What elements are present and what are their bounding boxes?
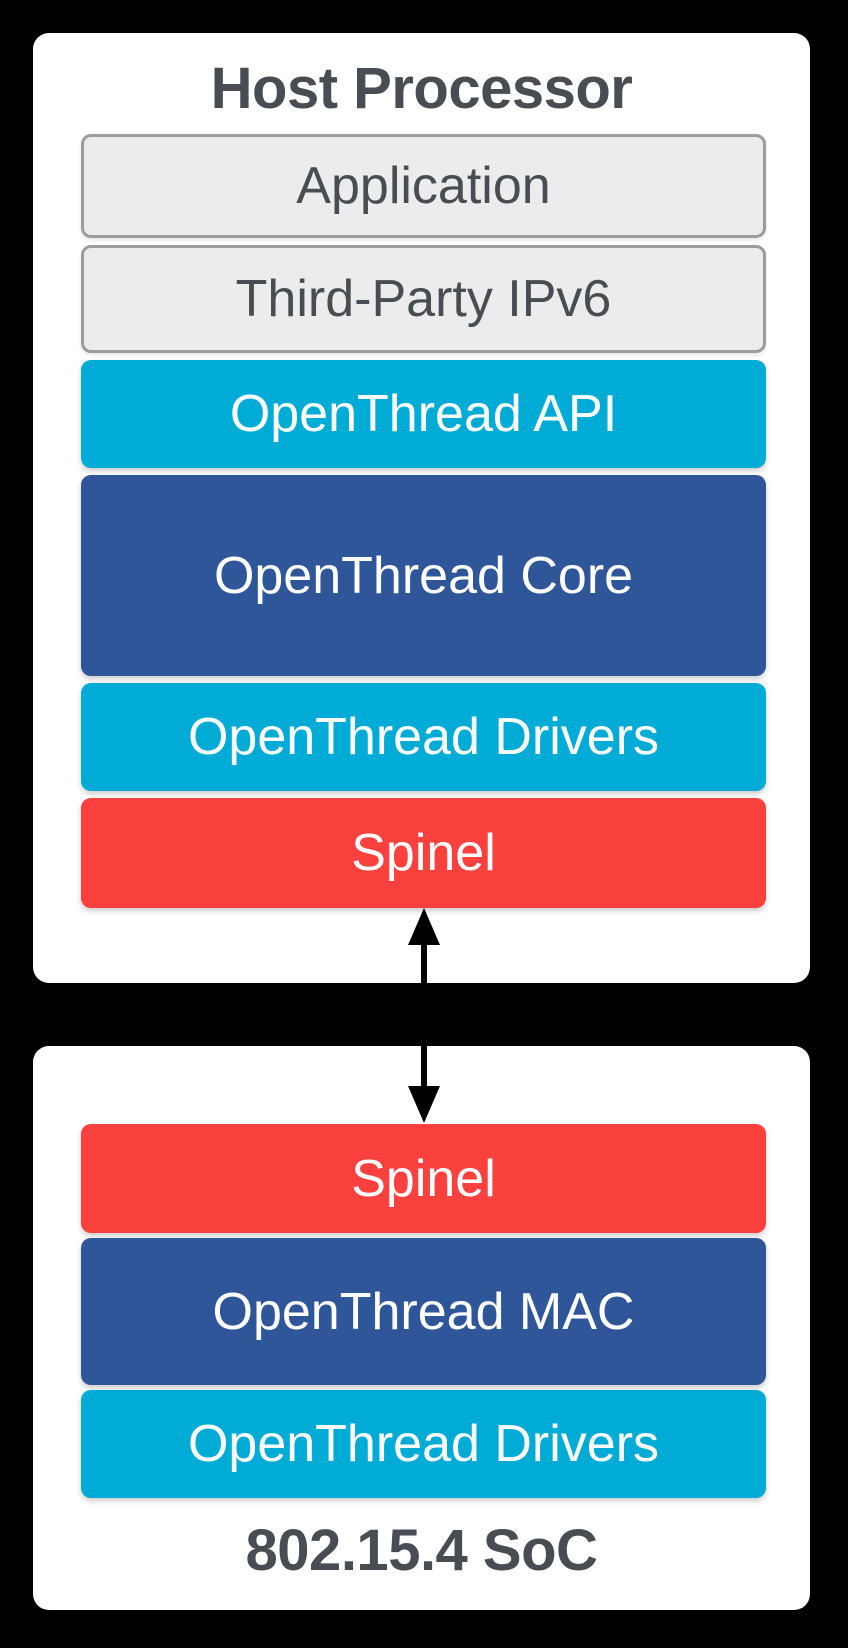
layer-third-party-ipv6: Third-Party IPv6 <box>81 245 766 353</box>
layer-application: Application <box>81 134 766 238</box>
layer-openthread-api: OpenThread API <box>81 360 766 468</box>
layer-spinel-host: Spinel <box>81 798 766 908</box>
soc-title: 802.15.4 SoC <box>245 1518 598 1583</box>
host-processor-title: Host Processor <box>210 56 633 121</box>
layer-openthread-drivers-soc: OpenThread Drivers <box>81 1390 766 1498</box>
layer-openthread-mac: OpenThread MAC <box>81 1238 766 1385</box>
soc-card: Spinel OpenThread MAC OpenThread Drivers… <box>33 1046 810 1610</box>
layer-openthread-drivers-host: OpenThread Drivers <box>81 683 766 791</box>
layer-openthread-core: OpenThread Core <box>81 475 766 676</box>
layer-spinel-soc: Spinel <box>81 1124 766 1233</box>
arrow-down-icon <box>408 1086 440 1123</box>
host-processor-card: Host Processor Application Third-Party I… <box>33 33 810 983</box>
soc-layer-stack: Spinel OpenThread MAC OpenThread Drivers <box>81 1124 766 1498</box>
host-layer-stack: Application Third-Party IPv6 OpenThread … <box>81 134 766 908</box>
spinel-link-arrow <box>421 936 427 1088</box>
